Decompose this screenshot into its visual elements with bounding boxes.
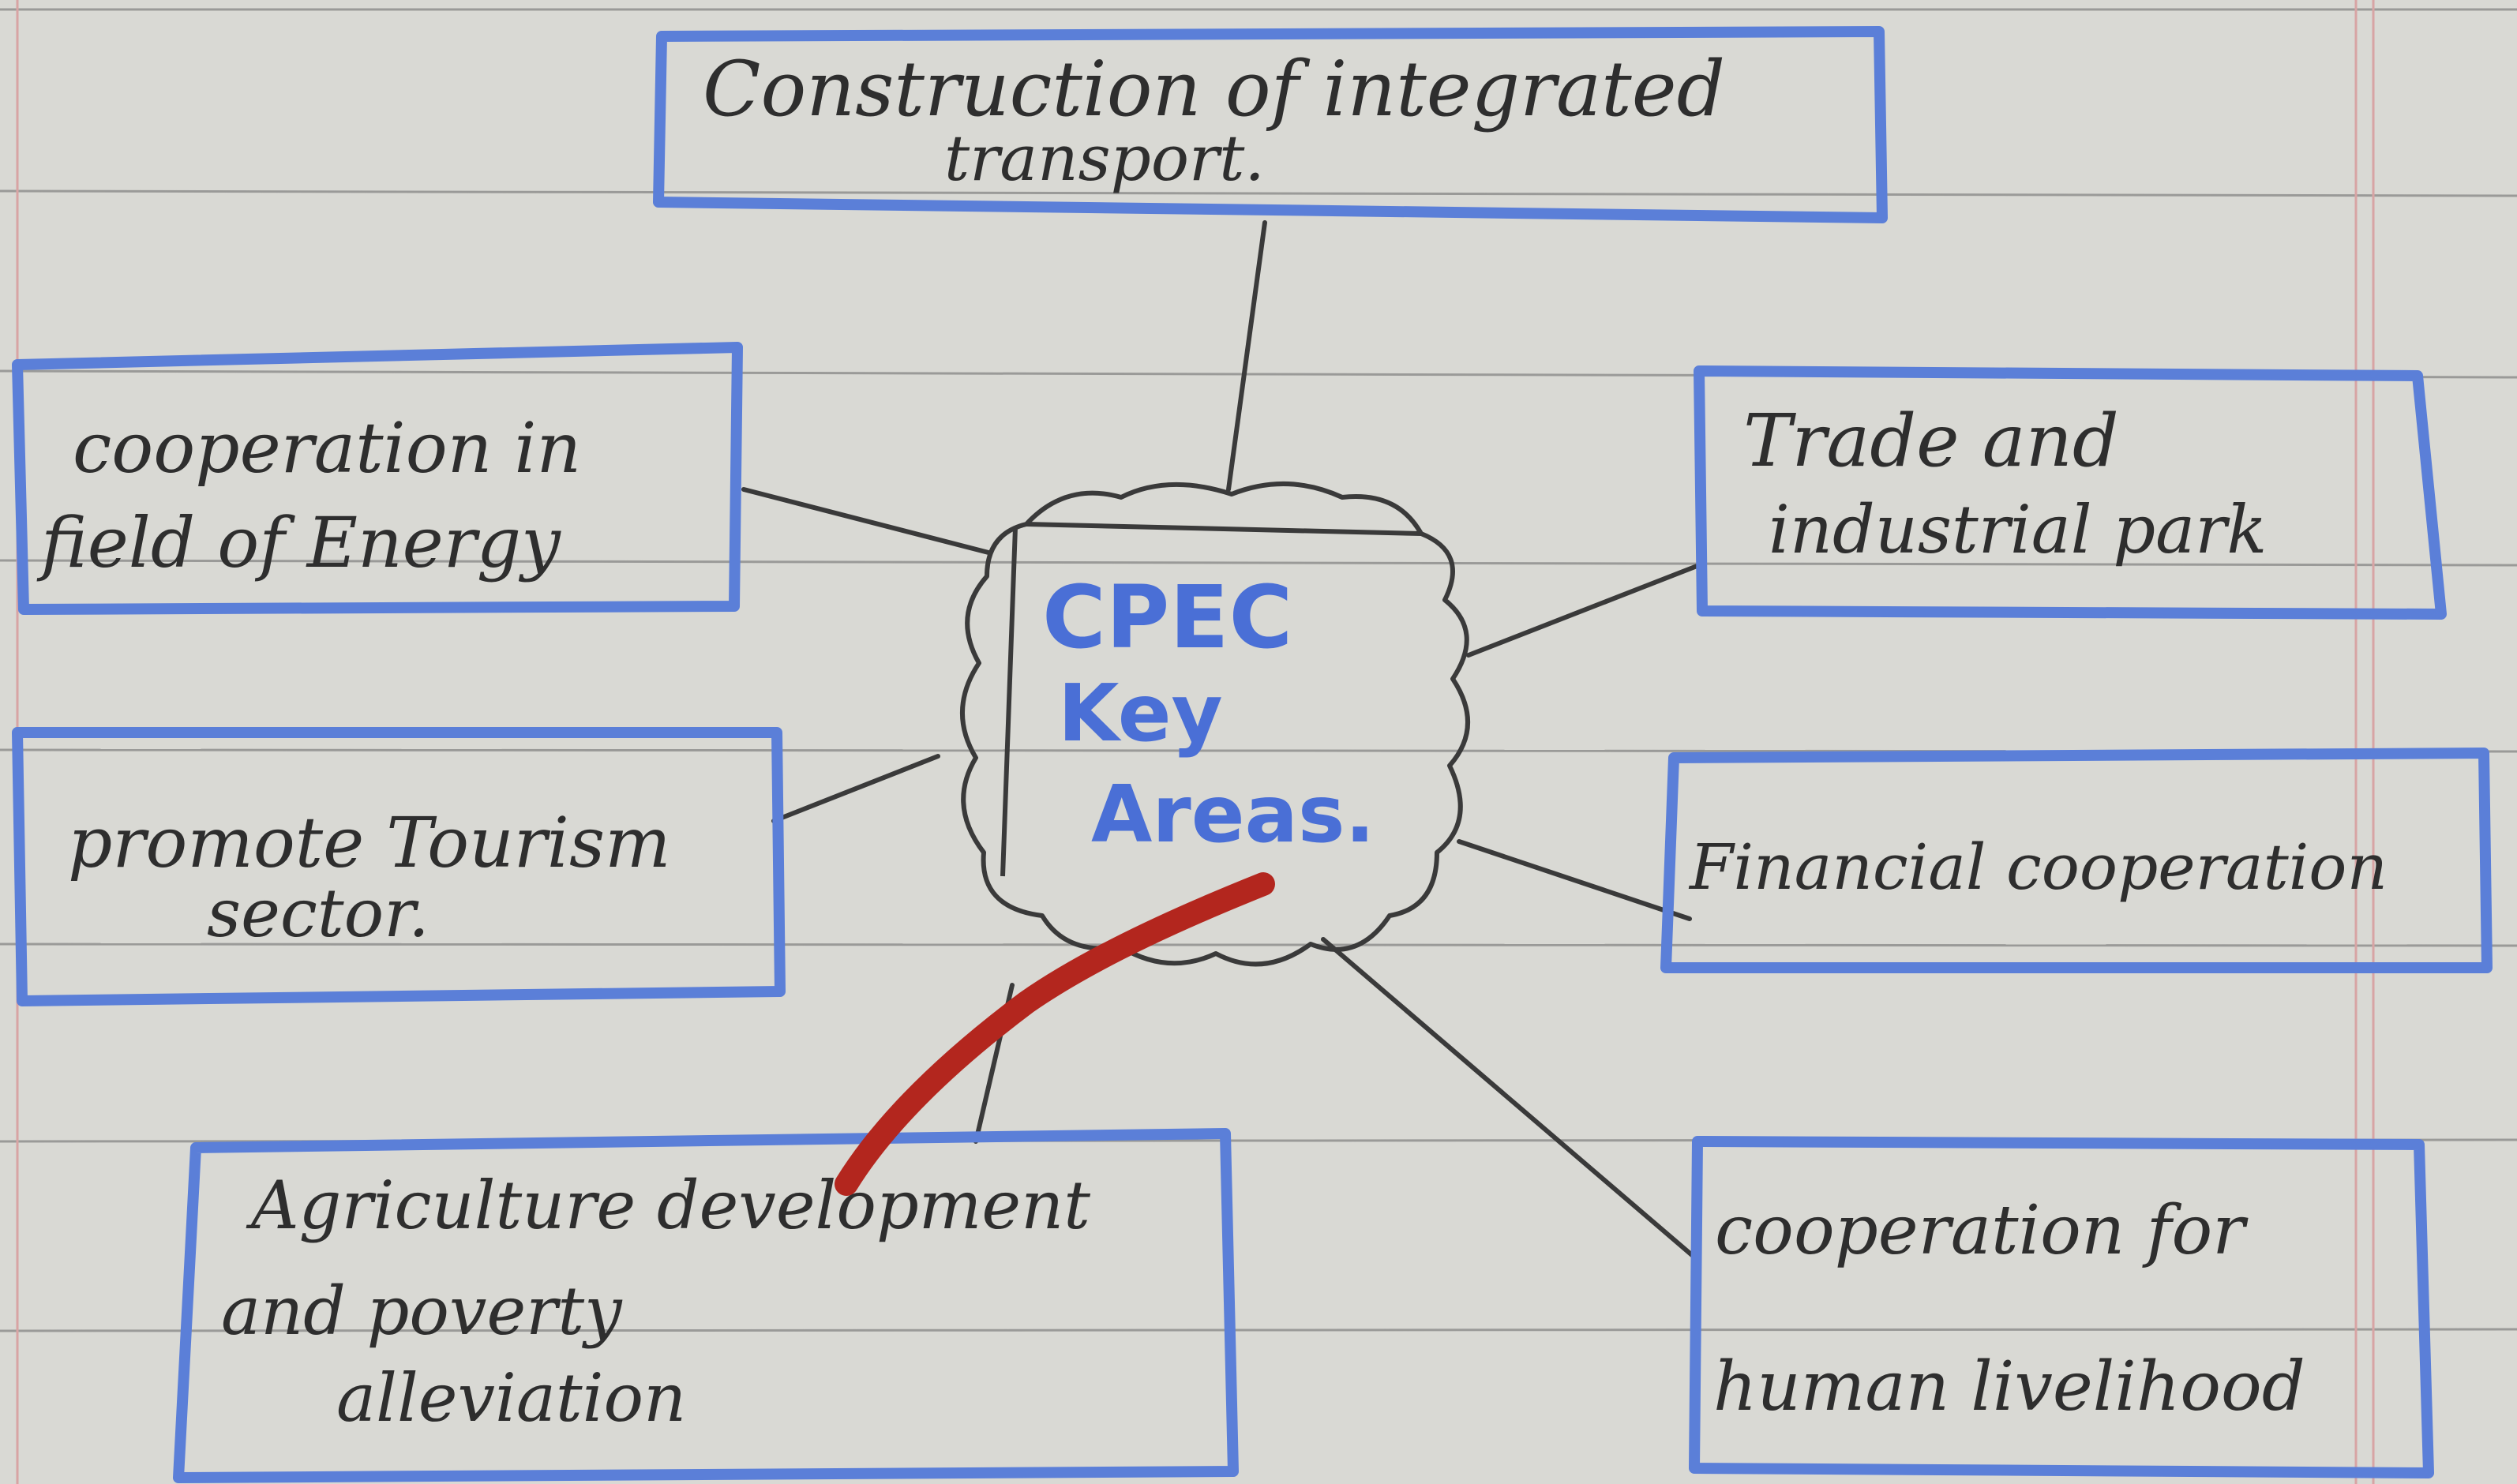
energy-label-line-2: field of Energy [36, 502, 561, 583]
box-trade [1694, 365, 2447, 620]
box-financial [1660, 748, 2493, 973]
cloud-inner-stroke [1000, 522, 1422, 877]
energy-label-line-1: cooperation in [73, 407, 581, 489]
connector-trade [1466, 563, 1701, 658]
box-transport [653, 26, 1888, 223]
transport-label-line-1: Construction of integrated [703, 45, 1725, 133]
connector-transport [1226, 220, 1267, 492]
box-livelihood [1689, 1136, 2434, 1478]
box-tourism [12, 727, 786, 1006]
financial-label-line-1: Financial cooperation [1688, 830, 2388, 904]
transport-label-line-2: transport. [944, 122, 1265, 195]
connector-tourism [771, 754, 940, 823]
box-energy [12, 342, 743, 615]
connector-financial [1457, 839, 1692, 921]
red-ink-stroke [835, 872, 1275, 1196]
tourism-label-line-2: sector. [207, 875, 430, 952]
center-cloud: CPEC Key Areas. [960, 481, 1470, 967]
livelihood-label-line-2: human livelihood [1713, 1347, 2305, 1426]
trade-label-line-1: Trade and [1743, 399, 2119, 483]
livelihood-label-line-1: cooperation for [1715, 1191, 2249, 1270]
center-label-line-1: CPEC [1042, 567, 1292, 668]
agriculture-label-line-3: alleviation [336, 1359, 686, 1437]
agriculture-label-line-1: Agriculture development [246, 1167, 1090, 1244]
trade-label-line-2: industrial park [1769, 491, 2267, 568]
connector-livelihood [1321, 937, 1700, 1262]
node-labels: Construction of integrated transport. co… [36, 45, 2388, 1437]
center-label-line-3: Areas. [1091, 768, 1375, 860]
center-label-line-2: Key [1058, 667, 1223, 759]
cloud-outline [960, 481, 1470, 967]
connector-energy [741, 487, 991, 555]
agriculture-label-line-2: and poverty [221, 1272, 623, 1350]
tourism-label-line-1: promote Tourism [68, 802, 671, 883]
connector-lines [741, 220, 1701, 1262]
